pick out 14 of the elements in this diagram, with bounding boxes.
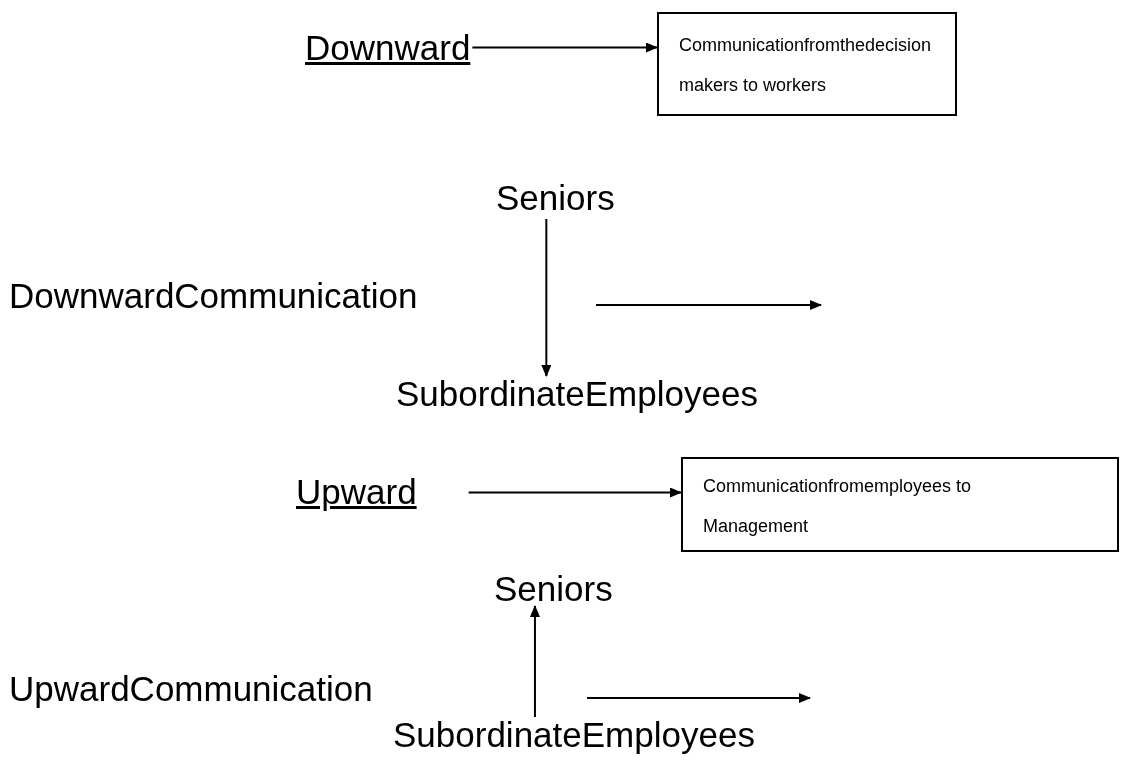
arrow — [529, 605, 540, 718]
node-label: Seniors — [496, 180, 615, 215]
node-label: SubordinateEmployees — [396, 376, 758, 411]
arrow — [471, 42, 658, 53]
arrow — [541, 218, 552, 377]
heading-label: Upward — [296, 474, 417, 509]
node-label: SubordinateEmployees — [393, 717, 755, 752]
node-label: UpwardCommunication — [9, 671, 373, 706]
description-box: Communicationfromthedecision makers to workers — [657, 12, 957, 116]
arrow — [467, 487, 682, 498]
node-label: Seniors — [494, 571, 613, 606]
heading-label: Downward — [305, 30, 471, 65]
description-box: Communicationfromemployees to Management — [681, 457, 1119, 552]
node-label: DownwardCommunication — [9, 278, 418, 313]
